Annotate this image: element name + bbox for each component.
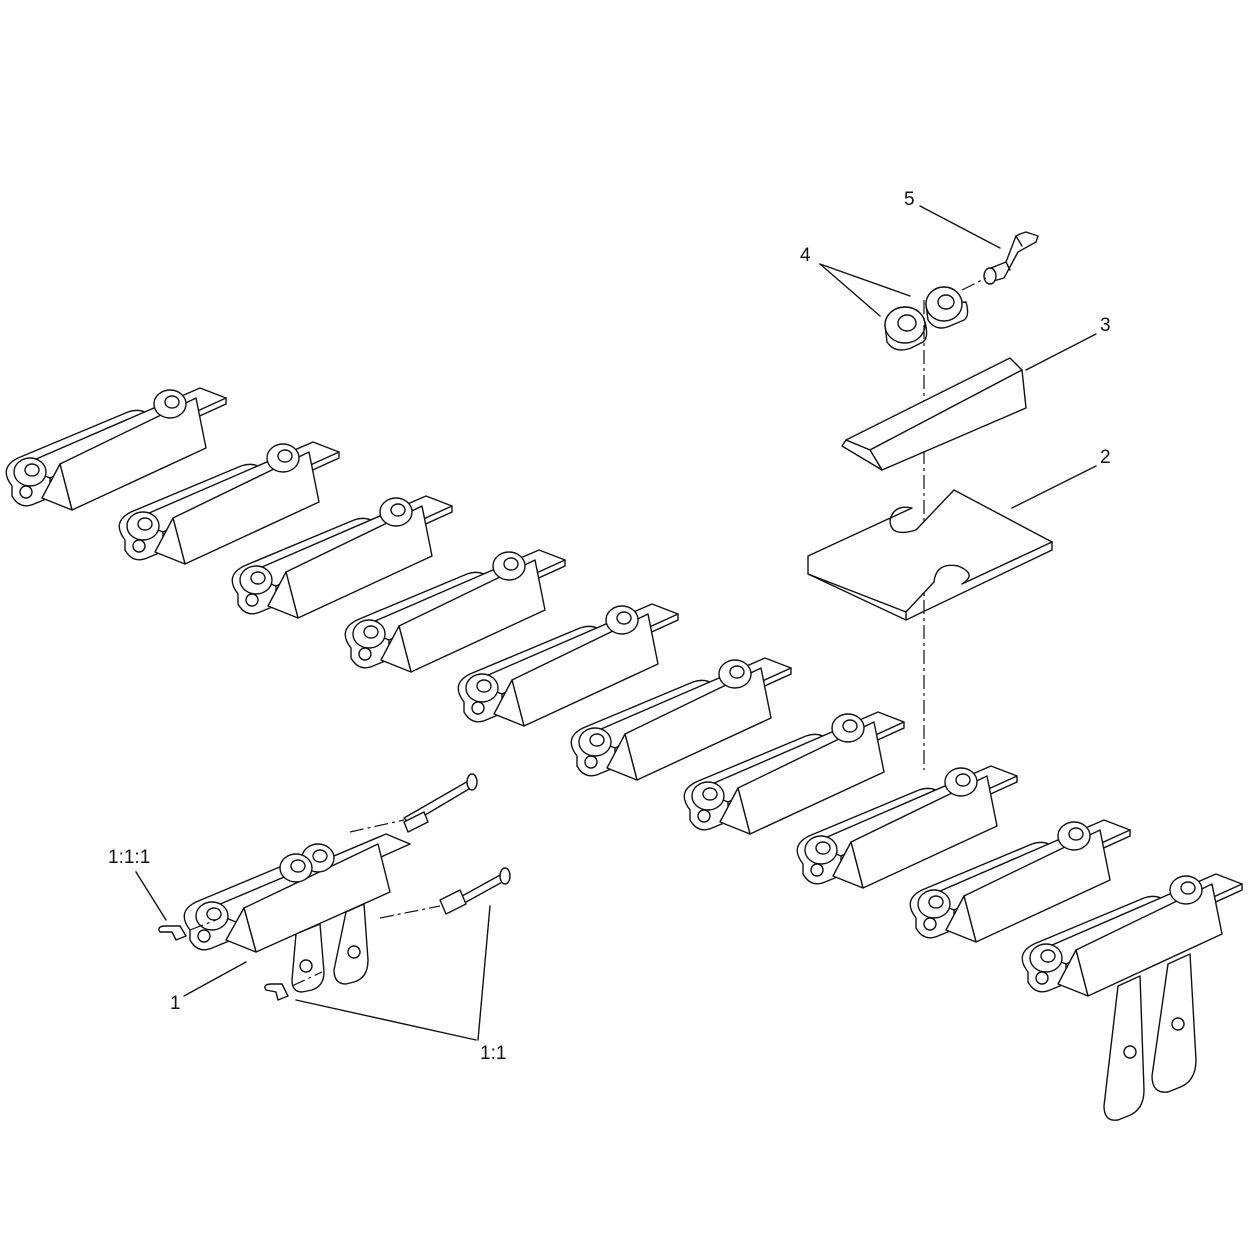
callout-2: 2	[1100, 447, 1111, 468]
callout-4: 4	[800, 245, 811, 266]
callout-1-1: 1:1	[480, 1043, 507, 1064]
callout-5: 5	[904, 189, 915, 210]
pick-assembly	[807, 231, 1053, 770]
callout-1: 1	[170, 993, 181, 1014]
leader-lines	[135, 205, 1097, 1041]
chain-link-subassembly	[158, 773, 511, 1001]
callout-1-1-1: 1:1:1	[108, 847, 151, 868]
conveyor-chain	[5, 387, 1243, 1121]
chain-link	[183, 833, 411, 993]
callout-3: 3	[1100, 315, 1111, 336]
